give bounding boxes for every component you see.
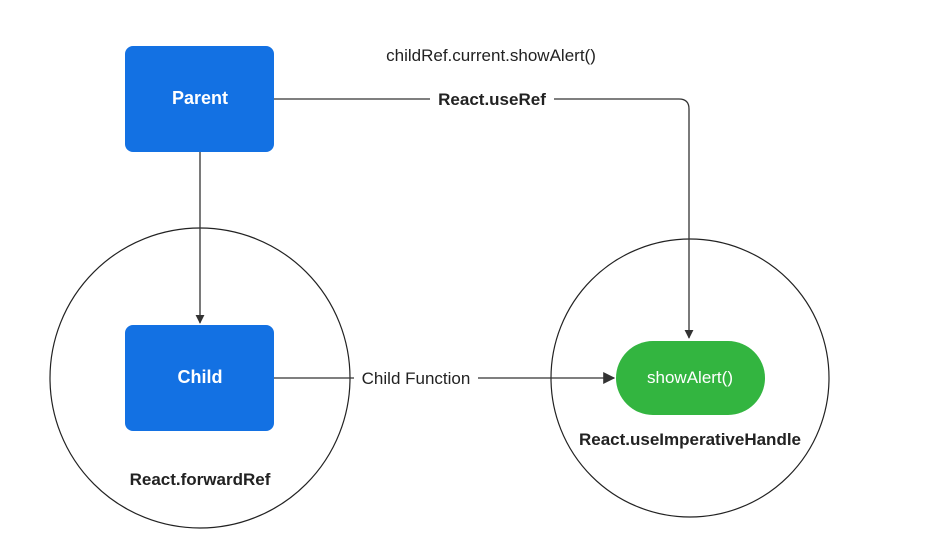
child-function-label-bg — [354, 367, 478, 389]
child-node[interactable]: Child — [125, 325, 274, 431]
show-alert-node[interactable]: showAlert() — [616, 341, 765, 415]
use-ref-label-bg — [430, 88, 554, 110]
parent-label: Parent — [172, 88, 228, 108]
annotation-text: childRef.current.showAlert() — [386, 46, 596, 65]
show-alert-pill — [616, 341, 765, 415]
use-ref-label: React.useRef — [438, 90, 546, 109]
child-box — [125, 325, 274, 431]
parent-box — [125, 46, 274, 152]
parent-node[interactable]: Parent — [125, 46, 274, 152]
child-function-label: Child Function — [362, 369, 471, 388]
forward-ref-group-label: React.forwardRef — [130, 470, 271, 489]
child-label: Child — [178, 367, 223, 387]
show-alert-label: showAlert() — [647, 368, 733, 387]
use-ref-edge — [274, 98, 694, 339]
imperative-handle-group-label: React.useImperativeHandle — [579, 430, 801, 449]
